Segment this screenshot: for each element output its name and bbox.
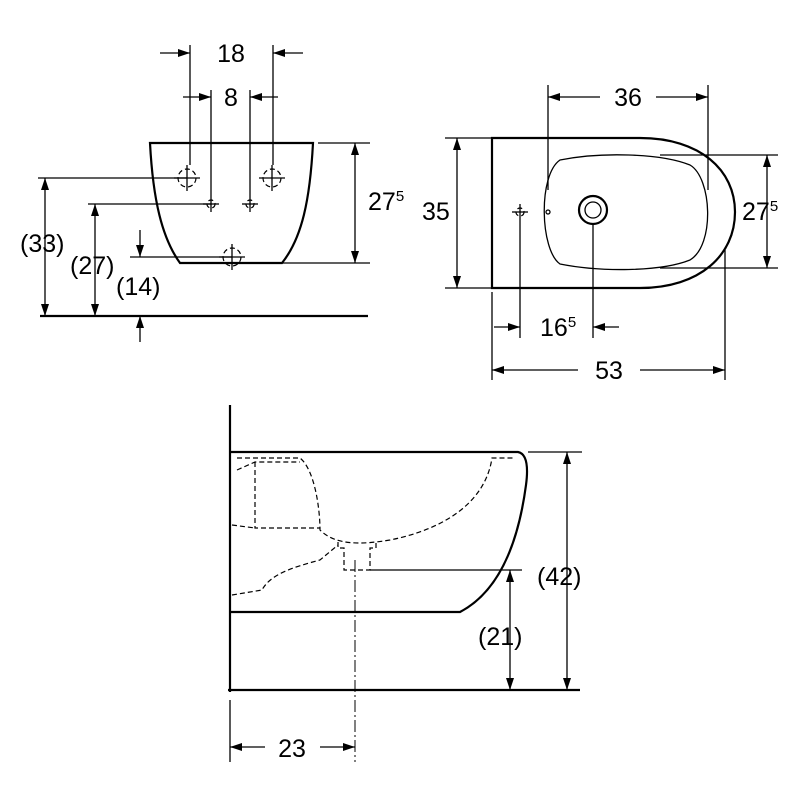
dim-23: 23 xyxy=(278,735,306,763)
bidet-top-outline xyxy=(490,136,737,290)
dim-21: (21) xyxy=(478,623,522,651)
dim-27: (27) xyxy=(70,252,114,280)
inner-bowl-dashed xyxy=(237,457,515,544)
dim-main: 16 xyxy=(540,314,568,342)
dim-27-5-width: 275 xyxy=(742,198,778,226)
dim-sup: 5 xyxy=(568,314,576,331)
dim-42: (42) xyxy=(537,563,581,591)
front-view: 18 8 275 (33) (27) (14) xyxy=(20,40,404,342)
bowl-outline xyxy=(543,154,709,271)
dim-53: 53 xyxy=(595,357,623,385)
dim-33: (33) xyxy=(20,230,64,258)
dim-main: 27 xyxy=(368,188,396,216)
dim-14: (14) xyxy=(116,273,160,301)
dim-18: 18 xyxy=(217,40,245,68)
dim-sup: 5 xyxy=(396,188,404,205)
dim-27-5: 275 xyxy=(368,188,404,216)
dim-35: 35 xyxy=(422,198,450,226)
drain-icon xyxy=(577,194,609,226)
dim-sup: 5 xyxy=(770,198,778,215)
top-view: 35 36 275 165 53 xyxy=(422,84,778,385)
hole-mark-icon xyxy=(258,164,286,192)
side-view: (42) (21) 23 xyxy=(228,405,582,763)
tap-hole-icon xyxy=(511,203,529,221)
dim-16-5: 165 xyxy=(540,314,576,342)
bidet-side-outline xyxy=(230,450,529,614)
hole-mark-icon xyxy=(241,195,259,213)
dim-8: 8 xyxy=(224,84,238,112)
dim-36: 36 xyxy=(614,84,642,112)
dim-main: 27 xyxy=(742,198,770,226)
